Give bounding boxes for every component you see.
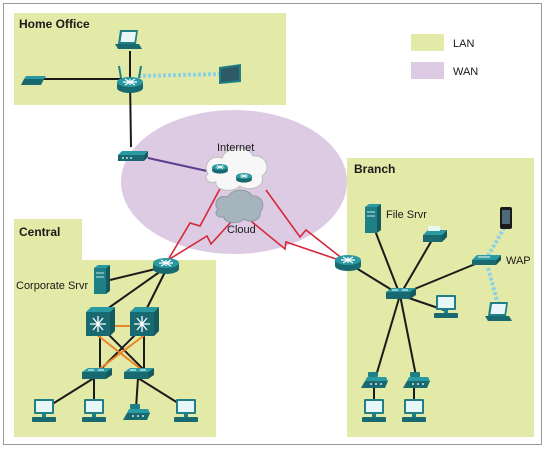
central-pc-3-icon — [174, 399, 198, 422]
legend-lan-swatch — [411, 34, 444, 51]
dsl-link — [147, 157, 217, 174]
corporate-server-icon — [93, 264, 111, 295]
wan-serial-links — [167, 184, 349, 264]
wireless-access-point-icon — [471, 254, 502, 266]
central-router-icon — [152, 257, 180, 275]
legend-wan-swatch — [411, 62, 444, 79]
legend-wan-label: WAN — [453, 66, 478, 78]
file-server-label: File Srvr — [386, 209, 427, 221]
central-pc-1-icon — [32, 399, 56, 422]
branch-wireless-links — [486, 227, 506, 309]
home-wireless-links — [137, 72, 223, 78]
branch-router-icon — [334, 254, 362, 272]
wap-label: WAP — [506, 255, 531, 267]
central-access-switch-right-icon — [123, 367, 155, 380]
central-multilayer-switch-left-icon — [85, 306, 116, 337]
central-pc-2-icon — [82, 399, 106, 422]
internet-router-b-icon — [235, 172, 253, 183]
home-office-title: Home Office — [19, 17, 90, 31]
internet-label: Internet — [217, 142, 254, 154]
branch-title: Branch — [354, 162, 395, 176]
diagram-frame: Home Office Central Branch LAN WAN — [3, 3, 542, 445]
central-multilayer-switch-right-icon — [129, 306, 160, 337]
branch-pc-2-icon — [362, 399, 386, 422]
cloud-icon — [215, 189, 264, 224]
central-title: Central — [19, 225, 60, 239]
legend-lan-label: LAN — [453, 38, 474, 50]
branch-switch-icon — [385, 287, 417, 300]
corporate-server-label: Corporate Srvr — [16, 280, 88, 292]
central-access-switch-left-icon — [81, 367, 113, 380]
central-crossover-links — [95, 325, 147, 371]
home-monitor-icon — [219, 64, 241, 84]
cloud-label: Cloud — [227, 224, 256, 236]
home-office-zone — [14, 13, 286, 105]
internet-router-a-icon — [211, 163, 229, 174]
branch-pc-3-icon — [402, 399, 426, 422]
dsl-modem-icon — [118, 151, 148, 161]
network-diagram: Home Office Central Branch LAN WAN — [14, 13, 534, 437]
file-server-icon — [364, 203, 382, 234]
branch-pc-1-icon — [434, 295, 458, 318]
smartphone-icon — [500, 207, 512, 229]
